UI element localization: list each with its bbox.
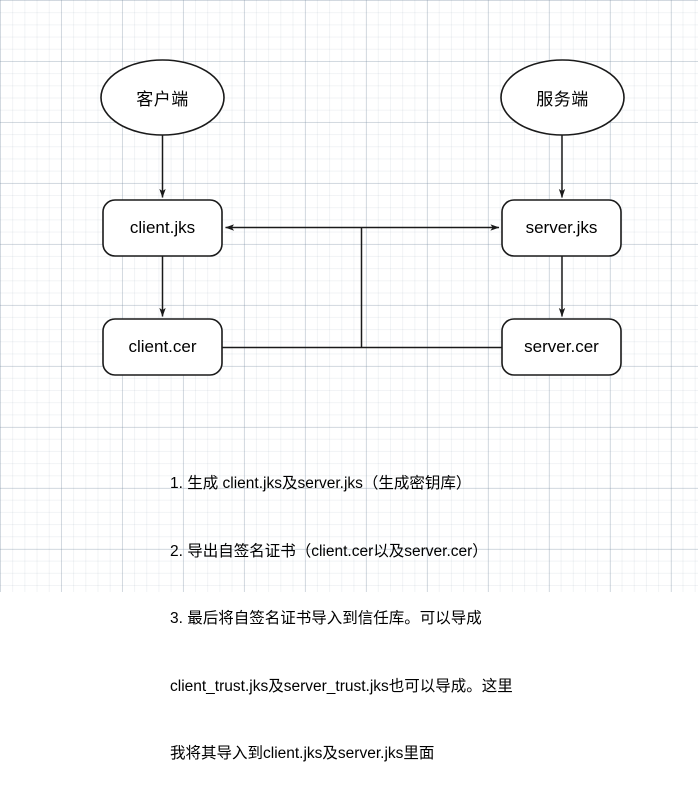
node-client-jks-box[interactable] xyxy=(102,199,223,257)
diagram-connectors xyxy=(100,59,625,376)
node-server-ellipse[interactable] xyxy=(500,59,625,136)
notes-block: 1. 生成 client.jks及server.jks（生成密钥库） 2. 导出… xyxy=(170,428,570,811)
note-line-1: 1. 生成 client.jks及server.jks（生成密钥库） xyxy=(170,475,472,492)
node-client-cer-box[interactable] xyxy=(102,318,223,376)
diagram-canvas: 客户端 服务端 client.jks server.jks client.cer… xyxy=(0,0,698,762)
node-server-cer-box[interactable] xyxy=(501,318,622,376)
note-line-3: 3. 最后将自签名证书导入到信任库。可以导成 xyxy=(170,610,482,627)
note-line-4: client_trust.jks及server_trust.jks也可以导成。这… xyxy=(170,677,513,695)
node-server-jks-box[interactable] xyxy=(501,199,622,257)
node-client-ellipse[interactable] xyxy=(100,59,225,136)
note-line-5: 我将其导入到client.jks及server.jks里面 xyxy=(170,745,435,762)
note-line-2: 2. 导出自签名证书（client.cer以及server.cer） xyxy=(170,542,488,560)
